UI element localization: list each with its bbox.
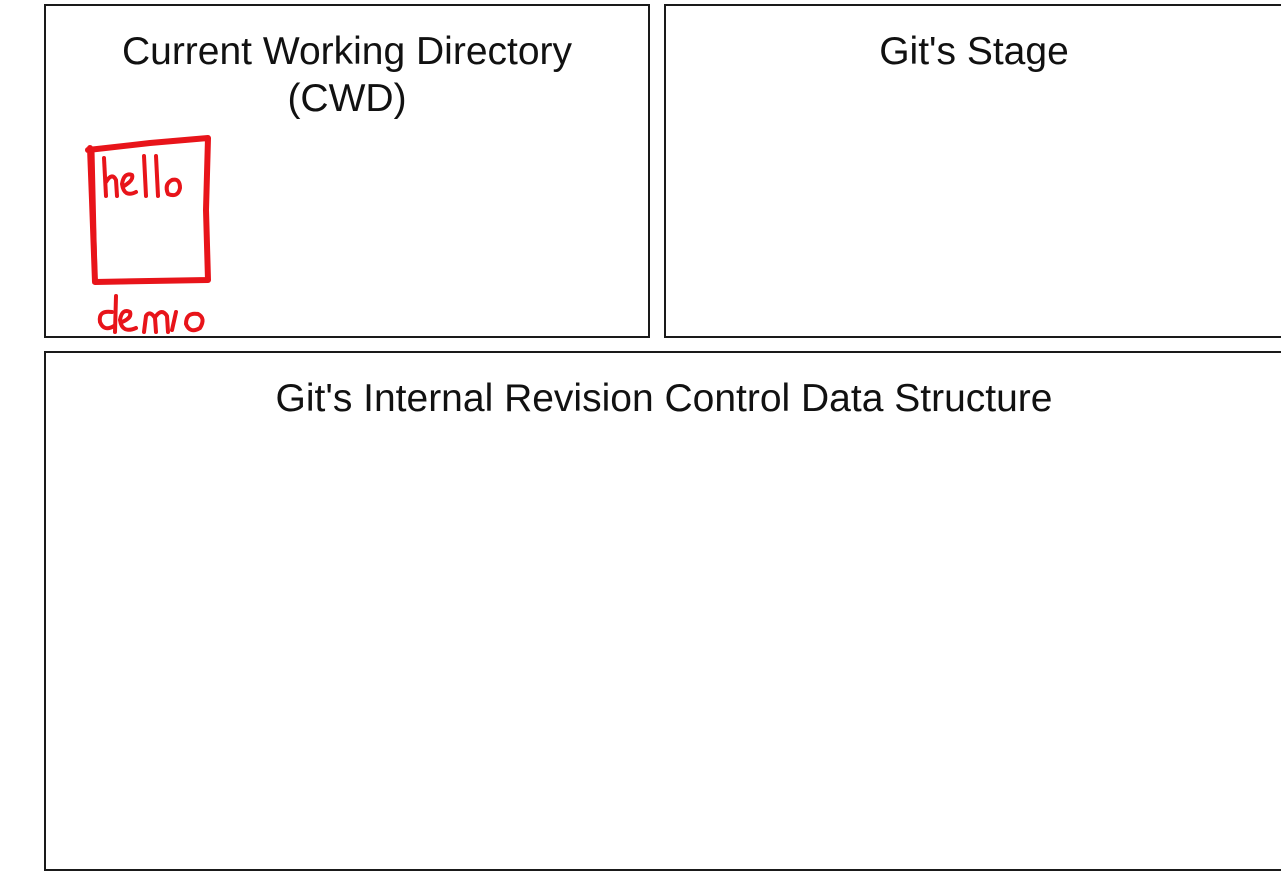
cwd-panel: Current Working Directory (CWD)	[44, 4, 650, 338]
stage-panel: Git's Stage	[664, 4, 1281, 338]
stage-title: Git's Stage	[879, 30, 1069, 73]
cwd-title: Current Working Directory (CWD)	[121, 30, 573, 120]
internal-title: Git's Internal Revision Control Data Str…	[275, 377, 1053, 420]
internal-panel: Git's Internal Revision Control Data Str…	[44, 351, 1281, 871]
